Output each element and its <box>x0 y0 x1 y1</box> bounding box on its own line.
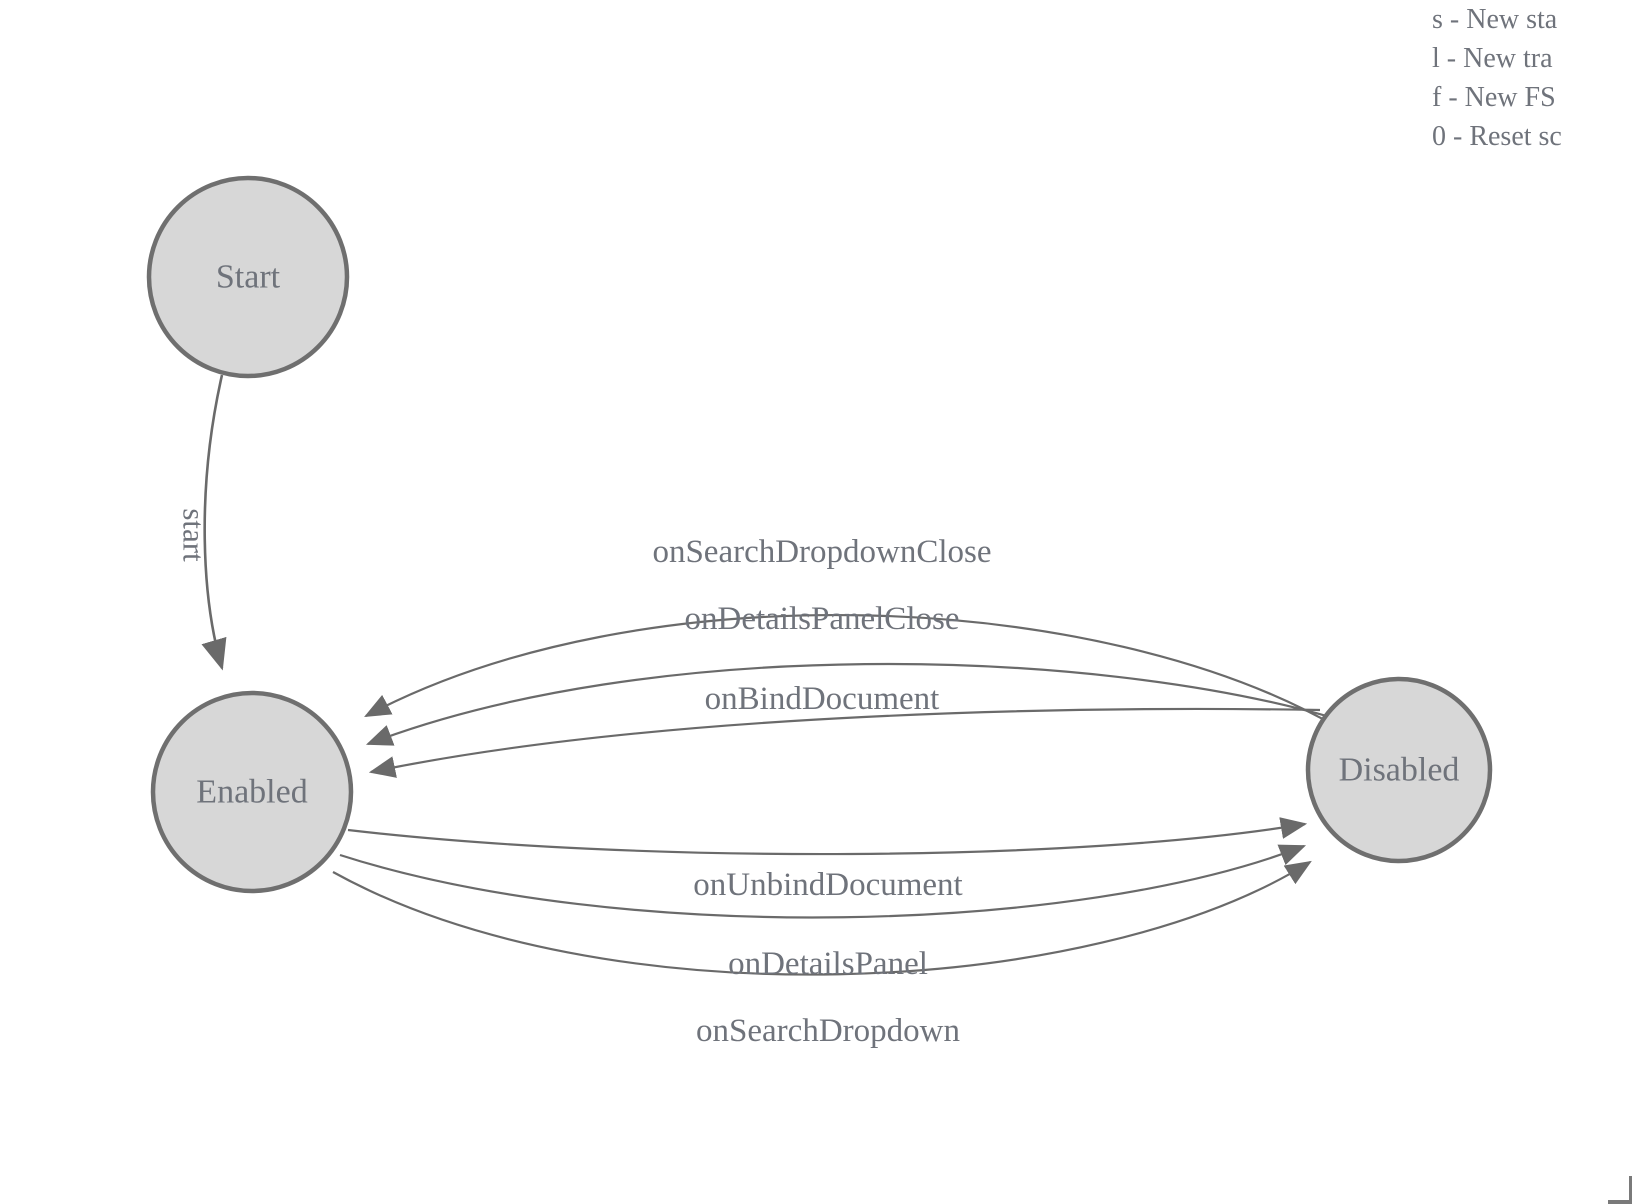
transition-label-binddocument: onBindDocument <box>705 681 940 717</box>
transition-label-start: start <box>177 508 212 562</box>
transition-label-detailspanelclose: onDetailsPanelClose <box>685 601 960 637</box>
transition-label-detailspanel: onDetailsPanel <box>728 946 928 982</box>
transition-label-searchdropdownclose: onSearchDropdownClose <box>652 534 991 570</box>
transition-detailspanel-path[interactable] <box>339 844 1307 919</box>
transition-start[interactable] <box>201 374 227 671</box>
transition-searchdropdown-path[interactable] <box>332 860 1312 976</box>
transition-searchdropdownclose-path[interactable] <box>364 614 1338 728</box>
nodes-layer: Start Enabled Disabled <box>146 175 1493 894</box>
transition-binddocument-path[interactable] <box>368 707 1321 778</box>
transition-binddocument[interactable] <box>368 707 1321 778</box>
state-circle-enabled[interactable] <box>150 690 354 894</box>
state-label-disabled: Disabled <box>1339 752 1460 789</box>
help-line-reset: 0 - Reset sc <box>1432 121 1562 152</box>
corner-horizontal-bar <box>1608 1200 1632 1204</box>
transition-detailspanel[interactable] <box>339 844 1307 919</box>
help-shortcut-list: s - New sta l - New tra f - New FS 0 - R… <box>1432 0 1632 156</box>
state-label-enabled: Enabled <box>196 774 307 811</box>
transition-searchdropdown[interactable] <box>332 860 1312 976</box>
transition-label-searchdropdown: onSearchDropdown <box>696 1013 960 1049</box>
state-node-disabled[interactable]: Disabled <box>1305 676 1493 864</box>
transition-label-unbinddocument: onUnbindDocument <box>693 867 962 903</box>
state-node-enabled[interactable]: Enabled <box>150 690 354 894</box>
state-circle-disabled[interactable] <box>1305 676 1493 864</box>
transition-unbinddocument[interactable] <box>347 817 1308 856</box>
help-line-new-state: s - New sta <box>1432 4 1558 35</box>
transition-detailspanelclose-path[interactable] <box>365 662 1331 746</box>
state-circle-start[interactable] <box>146 175 350 379</box>
help-line-new-fsm: f - New FS <box>1432 82 1556 113</box>
state-label-start: Start <box>216 259 281 296</box>
transition-detailspanelclose[interactable] <box>365 662 1331 746</box>
corner-vertical-bar <box>1629 1176 1632 1204</box>
transition-searchdropdownclose[interactable] <box>364 614 1338 728</box>
transition-start-path[interactable] <box>201 374 227 671</box>
help-line-new-transition: l - New tra <box>1432 43 1553 74</box>
state-node-start[interactable]: Start <box>146 175 350 379</box>
transition-unbinddocument-path[interactable] <box>347 817 1308 856</box>
edges-layer <box>201 374 1338 976</box>
edge-labels-layer: start onSearchDropdownClose onDetailsPan… <box>177 508 992 1049</box>
resize-corner-handle[interactable] <box>1598 1176 1632 1204</box>
